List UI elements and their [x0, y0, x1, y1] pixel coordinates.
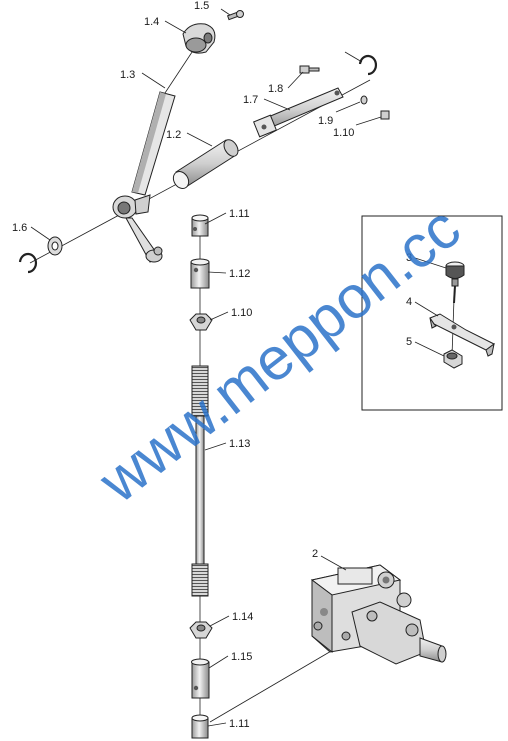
label-1-8: 1.8 [268, 83, 283, 95]
label-1-7: 1.7 [243, 94, 258, 106]
control-valve-2 [310, 564, 447, 665]
label-3: 3 [406, 252, 412, 264]
label-1-10-upper: 1.10 [333, 127, 354, 139]
label-1-9: 1.9 [318, 115, 333, 127]
label-2: 2 [312, 548, 318, 560]
threaded-rod-1-13 [191, 365, 209, 597]
label-1-4: 1.4 [144, 16, 159, 28]
bracket-4 [429, 313, 495, 357]
nut-1-10-middle [189, 313, 213, 331]
swivel-1-11-upper [191, 214, 209, 237]
screw-1-5 [226, 10, 244, 21]
part-labels: 1.5 1.4 1.3 1.2 1.6 1.7 1.8 1.9 1.10 1.1… [12, 0, 412, 730]
label-1-11-upper: 1.11 [229, 208, 250, 220]
label-1-6: 1.6 [12, 222, 27, 234]
label-1-5: 1.5 [194, 0, 209, 12]
label-1-3: 1.3 [120, 69, 135, 81]
knob-1-4 [182, 23, 216, 54]
swivel-1-11-lower [191, 714, 209, 739]
label-4: 4 [406, 296, 412, 308]
knob-3 [445, 261, 465, 304]
label-1-14: 1.14 [232, 611, 253, 623]
label-1-15: 1.15 [231, 651, 252, 663]
lever-1-3 [112, 91, 176, 263]
label-1-13: 1.13 [229, 438, 250, 450]
washer-1-9 [360, 95, 368, 105]
detail-inset [361, 215, 503, 411]
coupling-1-12 [190, 258, 210, 289]
leader-lines [30, 8, 447, 727]
label-1-10-middle: 1.10 [231, 307, 252, 319]
label-1-2: 1.2 [166, 129, 181, 141]
label-1-11-lower: 1.11 [229, 718, 250, 730]
link-bar-1-7 [253, 54, 378, 138]
coupling-1-15 [191, 658, 210, 699]
bolt-1-8 [299, 65, 320, 74]
nut-1-10-upper [380, 110, 390, 120]
washer-1-6 [18, 236, 63, 274]
label-1-12: 1.12 [229, 268, 250, 280]
tube-1-2 [172, 139, 239, 189]
nut-5 [443, 349, 463, 369]
nut-1-14 [189, 621, 213, 639]
label-5: 5 [406, 336, 412, 348]
